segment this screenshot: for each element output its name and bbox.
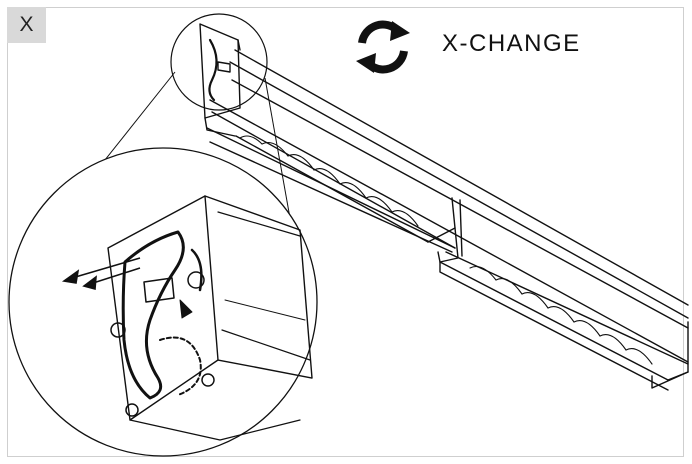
feature-title: X-CHANGE [442, 30, 581, 57]
panel-tag: X [7, 7, 46, 43]
rotate-arrows-icon [356, 20, 410, 74]
